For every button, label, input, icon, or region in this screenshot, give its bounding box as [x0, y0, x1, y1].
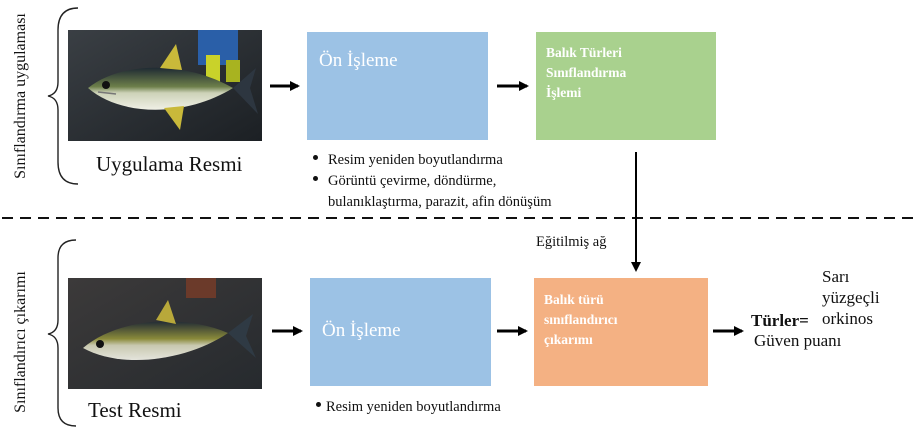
bullet-item: Görüntü çevirme, döndürme,	[313, 171, 551, 192]
preprocess-box-bottom: Ön İşleme	[310, 278, 491, 386]
trained-network-label: Eğitilmiş ağ	[536, 234, 607, 250]
result-species: Sarı yüzgeçli orkinos	[822, 267, 880, 328]
classify-box: Balık Türleri Sınıflandırma İşlemi	[536, 32, 716, 140]
top-preprocess-bullets: Resim yeniden boyutlandırma Görüntü çevi…	[313, 150, 551, 213]
bottom-preprocess-bullets: Resim yeniden boyutlandırma	[316, 397, 501, 418]
preprocess-box-top: Ön İşleme	[307, 32, 488, 140]
bullet-icon	[313, 176, 318, 182]
inference-box-label: Balık türü sınıflandırıcı çıkarımı	[544, 292, 618, 347]
bullet-icon	[316, 402, 321, 408]
test-image	[68, 278, 262, 389]
preprocess-box-bottom-label: Ön İşleme	[322, 320, 401, 341]
bullet-continuation: bulanıklaştırma, parazit, afin dönüşüm	[328, 194, 552, 210]
result-confidence: Güven puanı	[754, 331, 842, 350]
bullet-item: Resim yeniden boyutlandırma	[316, 397, 501, 418]
bullet-item: Resim yeniden boyutlandırma	[313, 150, 551, 171]
tuna-photo-icon	[68, 30, 262, 141]
tuna-photo-icon	[68, 278, 262, 389]
preprocess-box-top-label: Ön İşleme	[319, 50, 398, 71]
brace-top	[47, 7, 79, 185]
inference-box: Balık türü sınıflandırıcı çıkarımı	[534, 278, 708, 386]
classify-box-label: Balık Türleri Sınıflandırma İşlemi	[546, 45, 627, 100]
application-image-caption: Uygulama Resmi	[96, 152, 243, 176]
test-image-caption: Test Resmi	[88, 398, 182, 422]
application-image	[68, 30, 262, 141]
brace-bottom	[47, 239, 77, 427]
result-key: Türler=	[751, 311, 809, 330]
bullet-icon	[313, 155, 318, 161]
